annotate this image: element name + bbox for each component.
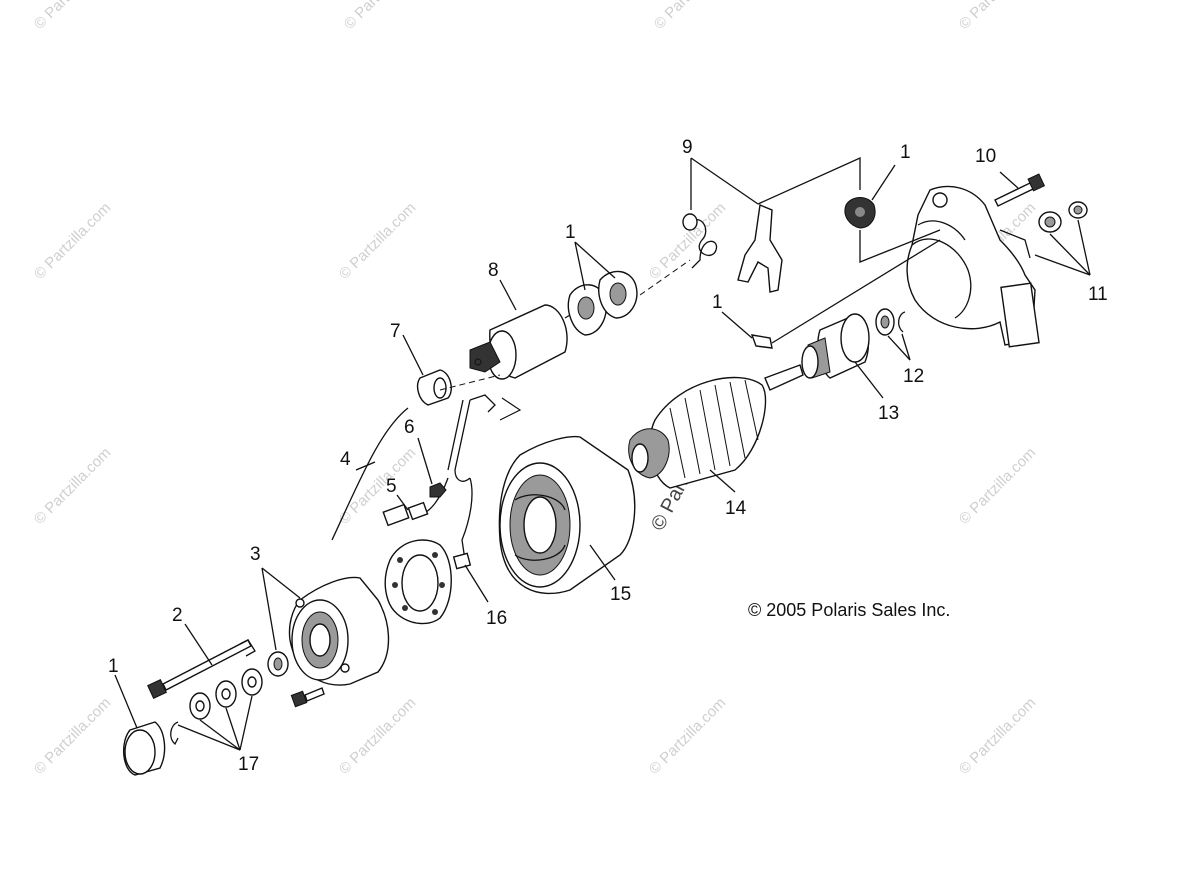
watermark: © Partzilla.com xyxy=(646,199,729,282)
plunger xyxy=(416,369,452,406)
washer-clip xyxy=(875,308,906,336)
watermark: © Partzilla.com xyxy=(31,444,114,527)
nut-6 xyxy=(429,482,447,498)
callout-2: 2 xyxy=(172,605,183,626)
small-plate xyxy=(750,334,773,349)
callout-13: 13 xyxy=(878,403,899,424)
pinion-gear xyxy=(801,313,870,379)
watermark: © Partzilla.com xyxy=(336,694,419,777)
bushing-3 xyxy=(267,651,289,677)
callout-10: 10 xyxy=(975,146,996,167)
commutator-end-frame xyxy=(288,576,390,686)
watermark: © Partzilla.com xyxy=(341,0,424,33)
watermark: © Partzilla.com xyxy=(956,444,1039,527)
screw xyxy=(290,687,325,708)
callout-1: 1 xyxy=(565,222,576,243)
field-frame xyxy=(498,435,636,595)
brush-holder xyxy=(382,394,496,625)
watermark: © Partzilla.com xyxy=(31,0,114,33)
callout-9: 9 xyxy=(682,137,693,158)
watermark: © Partzilla.com xyxy=(31,694,114,777)
callout-1: 1 xyxy=(900,142,911,163)
callout-14: 14 xyxy=(725,498,747,519)
callout-17: 17 xyxy=(238,754,259,775)
bolt-10 xyxy=(994,173,1046,207)
leader-lines xyxy=(114,156,1091,751)
watermark: © Partzilla.com xyxy=(31,199,114,282)
callout-4: 4 xyxy=(340,449,351,470)
washers-17 xyxy=(170,668,263,746)
callout-1: 1 xyxy=(712,292,723,313)
callout-3: 3 xyxy=(250,544,261,565)
watermark: © Partzilla.com xyxy=(646,694,729,777)
watermark: © Partzilla.com xyxy=(651,0,734,33)
drive-housing xyxy=(906,185,1040,348)
watermarks: © Partzilla.com © Partzilla.com © Partzi… xyxy=(31,0,1039,778)
end-cap xyxy=(123,721,166,776)
watermark: © Partzilla.com xyxy=(336,199,419,282)
callout-11: 11 xyxy=(1088,284,1108,305)
callout-8: 8 xyxy=(488,260,499,281)
solenoid xyxy=(469,304,576,380)
callout-6: 6 xyxy=(404,417,415,438)
callout-5: 5 xyxy=(386,476,397,497)
callout-16: 16 xyxy=(486,608,507,629)
copyright-notice: © 2005 Polaris Sales Inc. xyxy=(748,600,950,620)
callout-1: 1 xyxy=(108,656,119,677)
callout-12: 12 xyxy=(903,366,924,387)
callout-labels: 9 1 10 11 1 8 1 7 12 13 4 6 5 14 15 16 3… xyxy=(108,137,1108,775)
through-bolt xyxy=(147,639,256,699)
rubber-grommet xyxy=(844,197,876,229)
spring-and-lever xyxy=(682,204,783,293)
armature xyxy=(628,364,804,489)
callout-7: 7 xyxy=(390,321,401,342)
bushing-pair xyxy=(1038,201,1088,233)
callout-15: 15 xyxy=(610,584,631,605)
watermark: © Partzilla.com xyxy=(956,694,1039,777)
solenoid-gaskets xyxy=(567,270,638,336)
watermark: © Partzilla.com xyxy=(956,0,1039,33)
